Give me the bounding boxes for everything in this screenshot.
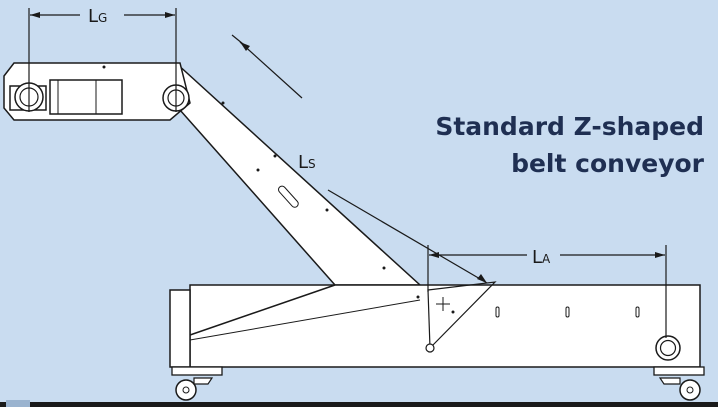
caster-right — [653, 366, 705, 401]
drive-motor — [49, 79, 123, 115]
floor-line — [0, 402, 718, 407]
fixing-holes — [102, 65, 455, 314]
frame-bracing — [189, 284, 336, 336]
tail-pulley-small — [425, 343, 435, 353]
drive-pulley — [9, 82, 47, 112]
inclined-frame — [150, 61, 422, 286]
title-line-2: belt conveyor — [511, 149, 704, 178]
dimension-ls — [231, 34, 488, 284]
support-leg — [169, 289, 191, 368]
tail-pulley — [655, 335, 681, 361]
diagram-title: Standard Z-shaped belt conveyor — [435, 108, 704, 182]
caster-left — [171, 366, 223, 401]
frame-slot — [278, 185, 299, 208]
frame-slot — [495, 306, 500, 318]
dimension-la — [427, 245, 667, 338]
floor-mark — [6, 400, 30, 407]
feed-frame — [189, 284, 701, 368]
dimension-lg — [28, 8, 177, 112]
dimension-la-label: LA — [532, 247, 551, 268]
frame-slot — [565, 306, 570, 318]
feed-hopper — [427, 281, 497, 350]
frame-slot — [635, 306, 640, 318]
dimension-ls-label: LS — [298, 152, 316, 173]
dimension-lg-label: LG — [88, 6, 107, 27]
title-line-1: Standard Z-shaped — [435, 112, 704, 141]
frame-bracing — [189, 299, 421, 341]
